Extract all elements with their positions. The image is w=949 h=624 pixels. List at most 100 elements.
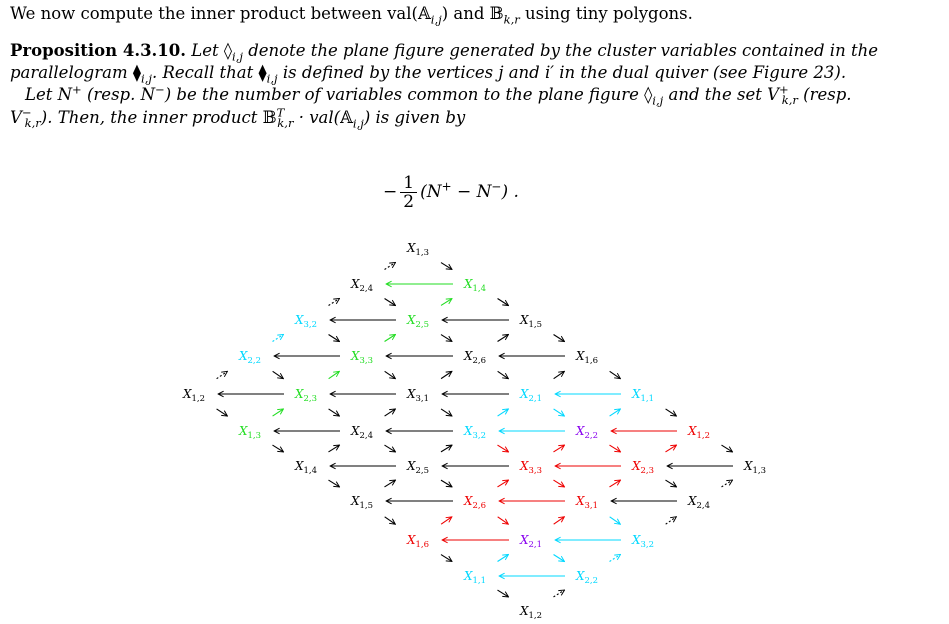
quiver-node-x1-3: X1,3	[406, 241, 429, 258]
diagonal-arrow	[497, 554, 509, 562]
quiver-node-x2-6: X2,6	[463, 494, 486, 511]
dashed-diagonal-arrow	[272, 334, 284, 342]
quiver-node-x1-6: X1,6	[406, 533, 429, 550]
quiver-node-x1-5: X1,5	[350, 494, 373, 511]
quiver-node-x2-1: X2,1	[519, 533, 542, 550]
diagonal-arrow	[609, 480, 620, 488]
diagonal-arrow	[384, 480, 395, 488]
diagonal-arrow	[272, 409, 284, 417]
quiver-node-x1-4: X1,4	[463, 277, 486, 294]
quiver-node-x3-2: X3,2	[631, 533, 654, 550]
diagonal-arrow	[609, 516, 621, 524]
quiver-node-x2-2: X2,2	[238, 349, 261, 366]
proposition-line-3: Let N+ (resp. N−) be the number of varia…	[25, 82, 852, 108]
quiver-node-x1-2: X1,2	[687, 424, 710, 441]
diagonal-arrow	[609, 409, 621, 417]
dashed-diagonal-arrow	[328, 298, 340, 306]
diagonal-arrow	[328, 334, 340, 341]
diagonal-arrow	[553, 554, 565, 561]
proposition-line-4: V−k,r). Then, the inner product 𝔹Tk,r · …	[10, 105, 466, 131]
diagonal-arrow	[721, 444, 732, 452]
quiver-node-x1-3: X1,3	[238, 424, 261, 441]
quiver-node-x1-6: X1,6	[575, 349, 598, 366]
dashed-diagonal-arrow	[384, 262, 396, 270]
diagonal-arrow	[440, 408, 452, 416]
diagonal-arrow	[328, 371, 340, 380]
quiver-node-x2-4: X2,4	[687, 494, 710, 511]
diagonal-arrow	[328, 479, 339, 487]
diagonal-arrow	[440, 517, 452, 525]
quiver-node-x2-4: X2,4	[350, 424, 373, 441]
diagonal-arrow	[553, 445, 564, 453]
quiver-node-x1-1: X1,1	[631, 387, 654, 404]
dashed-diagonal-arrow	[721, 480, 732, 488]
diagonal-arrow	[553, 479, 564, 487]
quiver-node-x1-4: X1,4	[294, 459, 317, 476]
quiver-node-x2-5: X2,5	[406, 459, 429, 476]
quiver-node-x2-2: X2,2	[575, 424, 598, 441]
quiver-node-x3-1: X3,1	[575, 494, 598, 511]
diagonal-arrow	[497, 589, 508, 597]
diagonal-arrow	[440, 299, 452, 306]
diagonal-arrow	[384, 516, 396, 524]
intro-sentence: We now compute the inner product between…	[10, 4, 693, 27]
diagonal-arrow	[497, 480, 508, 488]
diagonal-arrow	[497, 409, 509, 417]
diagonal-arrow	[440, 445, 452, 453]
diagonal-arrow	[440, 334, 452, 342]
diagonal-arrow	[497, 444, 508, 452]
quiver-node-x3-3: X3,3	[519, 459, 542, 476]
diagonal-arrow	[440, 262, 452, 270]
diagonal-arrow	[497, 516, 509, 524]
diagonal-arrow	[497, 370, 509, 378]
quiver-node-x3-1: X3,1	[406, 387, 429, 404]
diagonal-arrow	[384, 444, 395, 452]
quiver-node-x1-1: X1,1	[463, 569, 486, 586]
quiver-node-x2-5: X2,5	[406, 313, 429, 330]
dashed-diagonal-arrow	[609, 554, 621, 562]
diagonal-arrow	[665, 445, 676, 453]
diagonal-arrow	[384, 298, 396, 305]
diagonal-arrow	[440, 371, 452, 380]
diagonal-arrow	[609, 444, 620, 452]
diagonal-arrow	[384, 334, 396, 342]
diagonal-arrow	[497, 298, 509, 305]
quiver-node-x2-2: X2,2	[575, 569, 598, 586]
diagonal-arrow	[665, 479, 676, 487]
diagonal-arrow	[440, 554, 452, 562]
diagonal-arrow	[384, 370, 396, 378]
quiver-node-x3-2: X3,2	[463, 424, 486, 441]
dashed-diagonal-arrow	[665, 517, 677, 525]
quiver-node-x2-3: X2,3	[294, 387, 317, 404]
quiver-node-x1-5: X1,5	[519, 313, 542, 330]
diagonal-arrow	[609, 370, 621, 378]
diagonal-arrow	[384, 409, 396, 417]
diagonal-arrow	[216, 408, 228, 416]
quiver-node-x3-3: X3,3	[350, 349, 373, 366]
quiver-node-x1-2: X1,2	[182, 387, 205, 404]
proposition-line-2: parallelogram ⧫i,j. Recall that ⧫i,j is …	[10, 63, 847, 86]
diagonal-arrow	[553, 334, 565, 341]
quiver-node-x3-2: X3,2	[294, 313, 317, 330]
quiver-node-x1-2: X1,2	[519, 604, 542, 621]
diagonal-arrow	[665, 408, 677, 416]
proposition-label: Proposition 4.3.10.	[10, 41, 186, 60]
quiver-node-x2-6: X2,6	[463, 349, 486, 366]
quiver-node-x1-3: X1,3	[743, 459, 766, 476]
quiver-node-x2-4: X2,4	[350, 277, 373, 294]
diagonal-arrow	[553, 517, 565, 525]
quiver-node-x2-1: X2,1	[519, 387, 542, 404]
dashed-diagonal-arrow	[216, 371, 228, 380]
diagonal-arrow	[328, 408, 340, 416]
diagonal-arrow	[440, 479, 452, 487]
proposition-line-1: Proposition 4.3.10. Let ◊i,j denote the …	[10, 41, 878, 64]
diagonal-arrow	[272, 444, 283, 452]
diagonal-arrow	[553, 408, 565, 416]
dashed-diagonal-arrow	[553, 590, 564, 598]
quiver-node-x2-3: X2,3	[631, 459, 654, 476]
diagonal-arrow	[497, 334, 509, 342]
diagonal-arrow	[272, 370, 284, 378]
